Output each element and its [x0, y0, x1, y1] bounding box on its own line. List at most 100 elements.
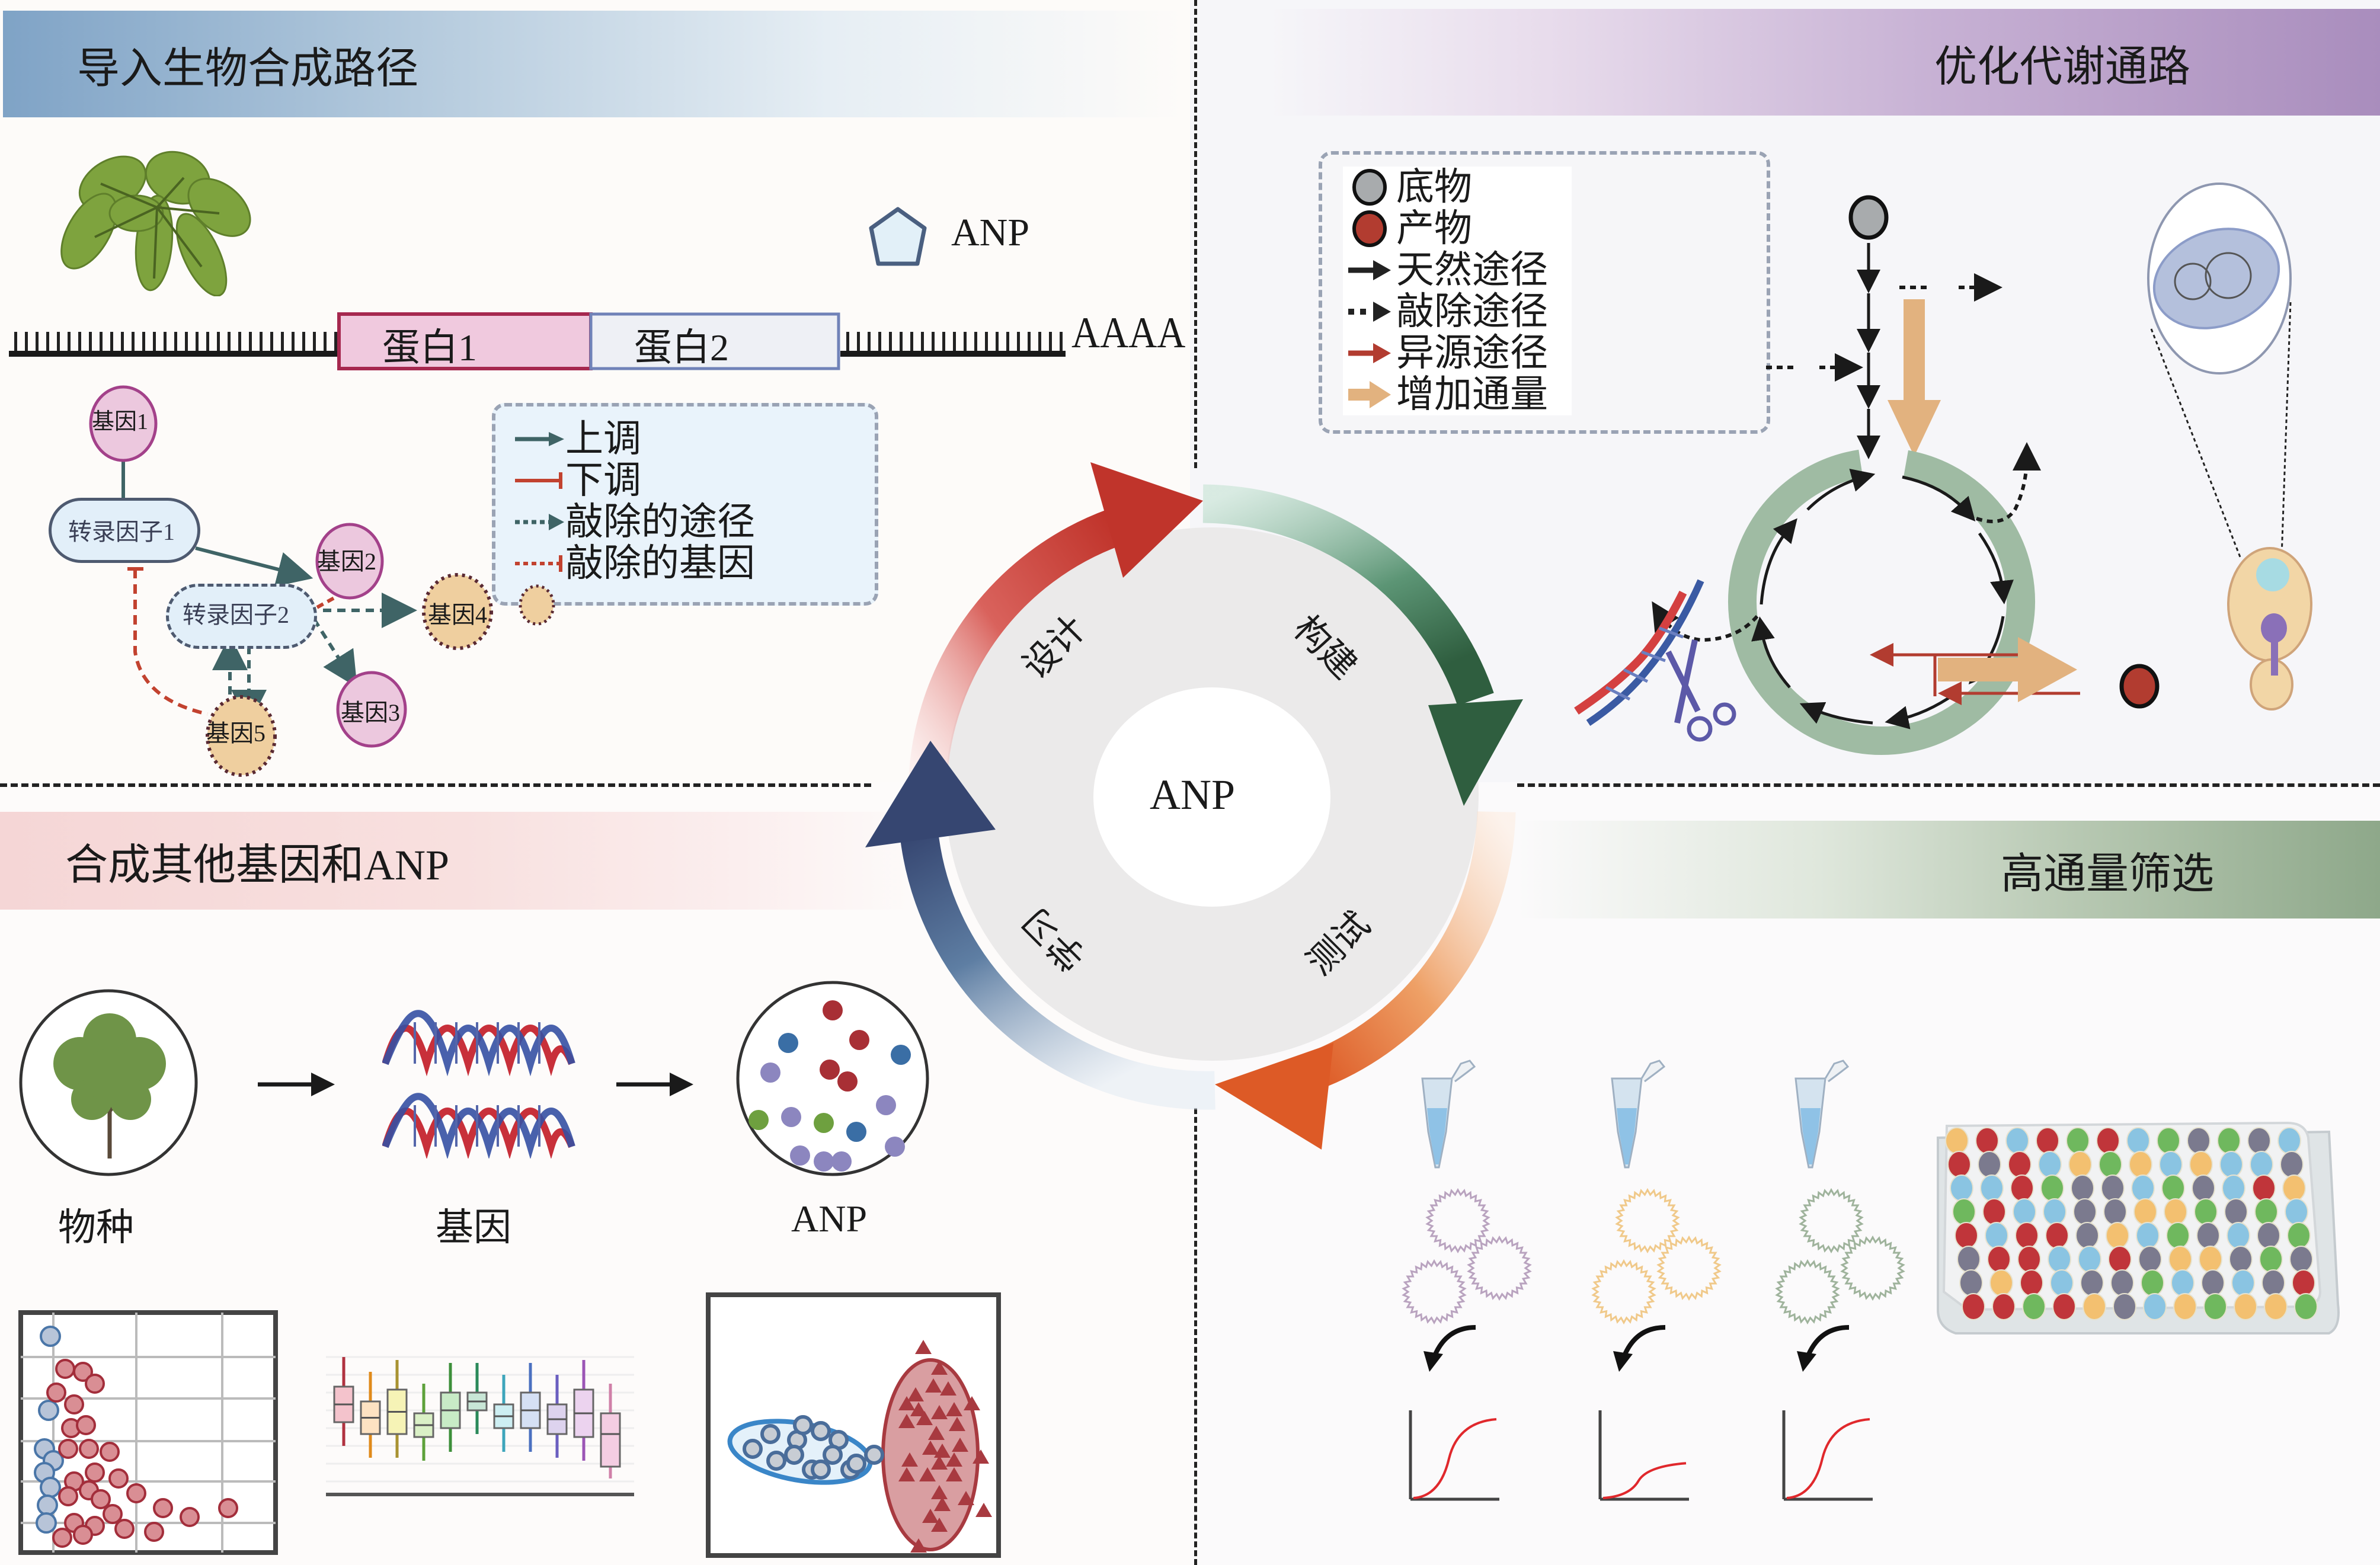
plate-well [2277, 1127, 2301, 1154]
gene3-label: 基因3 [341, 699, 400, 726]
plate-well [2227, 1222, 2250, 1249]
plate-well [2099, 1151, 2122, 1178]
scatter-point-red [76, 1415, 96, 1435]
scatter-point-red [108, 1468, 129, 1489]
plate-well [2166, 1222, 2190, 1249]
96-well-plate-icon [1937, 1121, 2340, 1334]
scatter-point-red [153, 1498, 173, 1518]
section-title-banner: 优化代谢通路 [1268, 9, 2380, 116]
plate-well [1992, 1293, 2016, 1320]
plate-well [1980, 1174, 2004, 1202]
regulation-legend: 上调 下调 敲除的途径 敲除的基因 [492, 403, 878, 626]
scatter-point-red [103, 1504, 123, 1524]
section-title-banner: 导入生物合成路径 [3, 11, 1182, 117]
yeast-cell-icon [2227, 547, 2312, 711]
gene-construct [9, 312, 1066, 370]
tf1-node [49, 498, 200, 563]
plate-well [2048, 1246, 2071, 1273]
cluster-point-circle [811, 1460, 831, 1480]
arrow-right-icon [616, 1073, 693, 1096]
plate-well [2168, 1246, 2192, 1273]
gene1-label: 基因1 [92, 409, 149, 434]
box-plot-thumbnail [326, 1356, 634, 1496]
legend-item-substrate: 底物 [1343, 167, 1548, 208]
plate-well [2008, 1151, 2032, 1178]
test-arrowhead [1215, 1043, 1333, 1150]
dbtl-cycle [865, 462, 1523, 1150]
species-tree-icon [19, 989, 198, 1176]
cluster-point-triangle [925, 1378, 942, 1393]
scatter-point-blue [37, 1494, 58, 1516]
plate-well [2096, 1127, 2120, 1154]
plate-well [2231, 1269, 2255, 1297]
mitochondrion-icon [2147, 183, 2292, 375]
plate-well [2161, 1174, 2185, 1202]
scatter-point-blue [40, 1477, 61, 1498]
legend-item-knocked-pathway: 敲除的途径 [512, 501, 755, 543]
arrow-right-icon [258, 1073, 335, 1096]
cluster-point-triangle [946, 1467, 962, 1481]
plate-well [2173, 1293, 2197, 1320]
legend-item-knockout-pathway: 敲除途径 [1343, 291, 1548, 332]
box [600, 1412, 621, 1468]
scatter-point-red [180, 1507, 200, 1527]
substrate-node [1848, 195, 1889, 240]
cell-colonies-icon [1402, 1188, 1532, 1325]
anp-output-label: ANP [791, 1198, 868, 1240]
plate-well [2287, 1222, 2311, 1249]
plate-well [2106, 1222, 2129, 1249]
plate-well [2101, 1174, 2125, 1202]
cluster-point-triangle [898, 1414, 915, 1428]
plate-well [2045, 1222, 2069, 1249]
plate-well [2129, 1151, 2152, 1178]
plant-icon [60, 151, 251, 296]
plate-well [2113, 1293, 2136, 1320]
scatter-point-red [55, 1359, 75, 1379]
scatter-point-red [218, 1498, 238, 1518]
cluster-point-triangle [949, 1417, 965, 1431]
plate-well [2234, 1293, 2257, 1320]
cluster-point-triangle [934, 1497, 951, 1511]
plate-well [2131, 1174, 2155, 1202]
section-title: 优化代谢通路 [1934, 43, 2190, 91]
plate-well [1982, 1198, 2006, 1225]
cell-colonies-icon [1775, 1188, 1905, 1325]
scatter-point-blue [36, 1512, 57, 1534]
plate-well [2292, 1269, 2315, 1297]
cluster-point-triangle [922, 1509, 939, 1523]
cluster-point-triangle [940, 1381, 957, 1396]
genes-label: 基因 [436, 1206, 511, 1249]
cluster-point-circle [766, 1451, 786, 1471]
cluster-point-circle [793, 1415, 813, 1435]
tf2-label: 转录因子2 [183, 601, 289, 628]
plate-well [2289, 1246, 2313, 1273]
legend-item-knocked-gene-node [512, 584, 755, 626]
cluster-point-triangle [922, 1441, 939, 1455]
cluster-point-triangle [934, 1444, 951, 1458]
plate-well [1950, 1174, 1973, 1202]
cluster-point-triangle [916, 1411, 933, 1425]
gene1-node [89, 385, 158, 462]
plate-well [2071, 1174, 2094, 1202]
cluster-point-triangle [928, 1426, 945, 1440]
growth-curve-chart [1598, 1410, 1689, 1501]
plate-well [2050, 1269, 2074, 1297]
plate-well [2103, 1198, 2127, 1225]
cluster-point-triangle [973, 1449, 989, 1464]
scatter-point-red [144, 1522, 164, 1542]
plate-well [2157, 1127, 2180, 1154]
metabolic-pathway-diagram [1574, 183, 2312, 755]
legend-item-native-pathway: 天然途径 [1343, 249, 1548, 291]
plate-well [2282, 1174, 2306, 1202]
plate-well [2159, 1151, 2183, 1178]
plate-well [1957, 1246, 1981, 1273]
legend-item-upregulate: 上调 [512, 418, 755, 460]
plate-well [1952, 1198, 1976, 1225]
cluster-point-circle [784, 1445, 804, 1465]
plate-well [2224, 1198, 2248, 1225]
cluster-plot-thumbnail [706, 1292, 1001, 1558]
scatter-point-red [79, 1439, 99, 1459]
curved-arrow-icon [1805, 1325, 1850, 1358]
learn-arrowhead [865, 741, 996, 847]
plate-well [2138, 1246, 2162, 1273]
